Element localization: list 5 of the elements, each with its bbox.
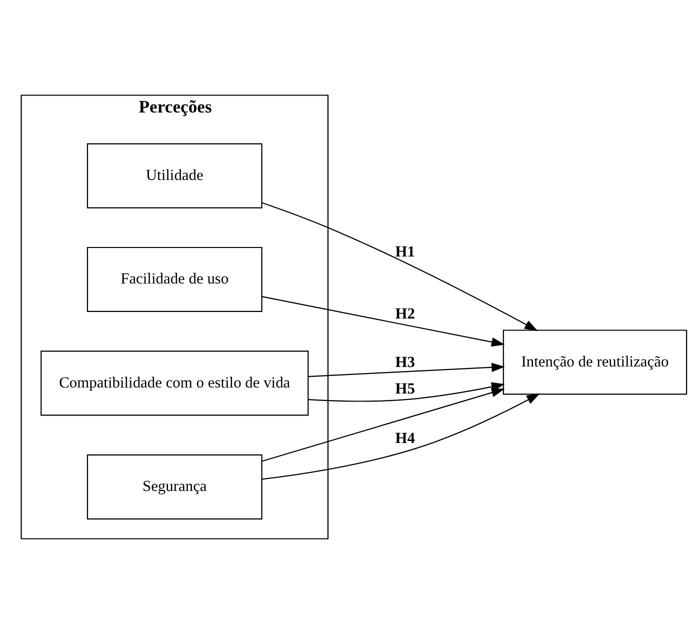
- edge-label: H2: [395, 304, 416, 322]
- edge-label: H1: [395, 243, 416, 260]
- edge-label: H4: [395, 429, 416, 446]
- edge-label: H5: [395, 380, 416, 397]
- edge-label: H3: [395, 353, 416, 370]
